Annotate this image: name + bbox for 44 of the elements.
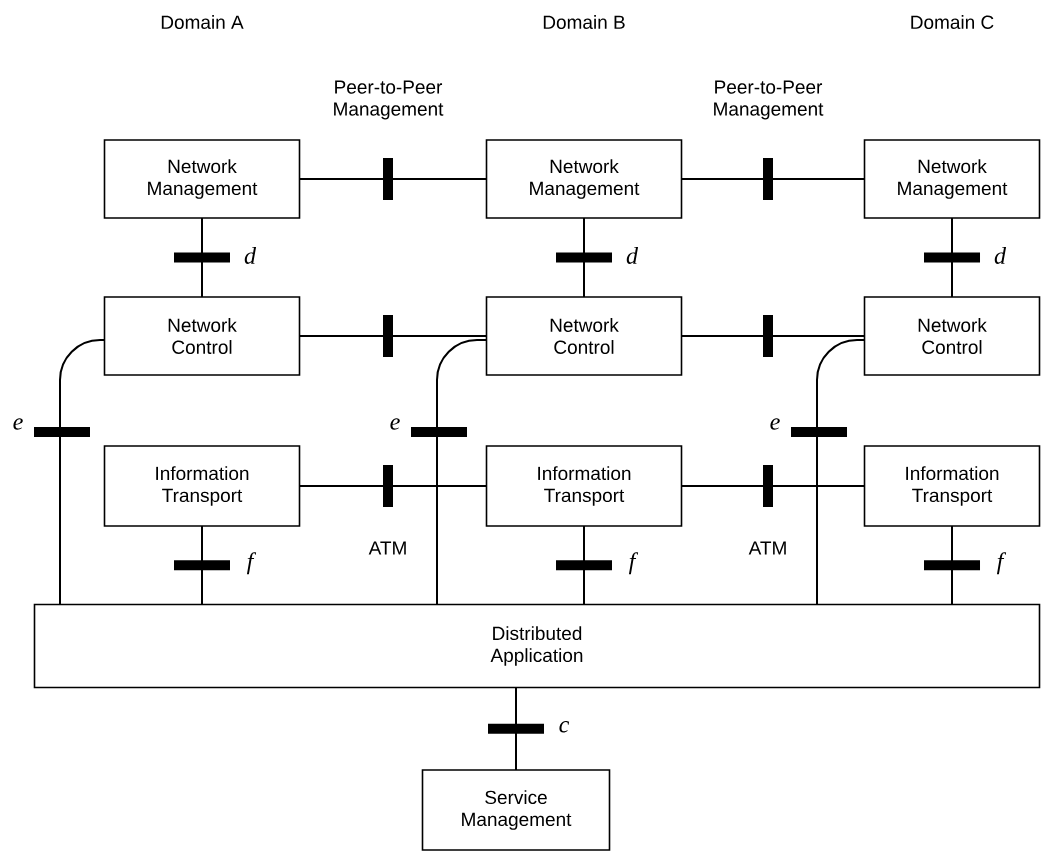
edge-label: ATM (748, 541, 786, 555)
edge-label: Peer-to-Peer Management (334, 80, 444, 120)
edge-label: f (246, 552, 257, 575)
block-box: Network Management (103, 139, 301, 219)
connector-line (298, 485, 488, 487)
edge-label: c (559, 721, 570, 733)
block-box: Network Management (485, 139, 683, 219)
connector-line (298, 178, 488, 180)
edge-label: f (628, 552, 639, 575)
connector-line (515, 686, 517, 771)
edge-label: d (244, 247, 257, 264)
block-box: Network Management (863, 139, 1041, 219)
block-box: Network Control (863, 296, 1041, 376)
connector-line (816, 339, 866, 606)
edge-label: f (996, 552, 1007, 575)
block-box: Service Management (421, 769, 611, 851)
block-box: Network Control (103, 296, 301, 376)
domain-label: Domain B (543, 15, 625, 29)
block-box: Information Transport (485, 445, 683, 527)
edge-label: e (390, 418, 400, 430)
edge-label: e (13, 418, 23, 430)
connector-line (201, 217, 203, 298)
block-box: Network Control (485, 296, 683, 376)
connector-line (680, 178, 866, 180)
connector-line (680, 335, 866, 337)
connector-line (298, 335, 488, 337)
edge-label: d (626, 247, 639, 264)
block-box: Information Transport (863, 445, 1041, 527)
edge-label: ATM (368, 541, 406, 555)
edge-label: d (994, 247, 1007, 264)
edge-label: e (770, 418, 780, 430)
connector-line (201, 525, 203, 606)
edge-label: Peer-to-Peer Management (714, 80, 824, 120)
domain-label: Domain C (911, 15, 994, 29)
connector-line (680, 485, 866, 487)
connector-line (59, 339, 106, 606)
connector-line (583, 217, 585, 298)
domain-label: Domain A (161, 15, 244, 29)
connector-line (436, 339, 488, 606)
block-box: Information Transport (103, 445, 301, 527)
connector-line (951, 217, 953, 298)
connector-line (951, 525, 953, 606)
connector-line (583, 525, 585, 606)
block-box: Distributed Application (33, 603, 1041, 689)
